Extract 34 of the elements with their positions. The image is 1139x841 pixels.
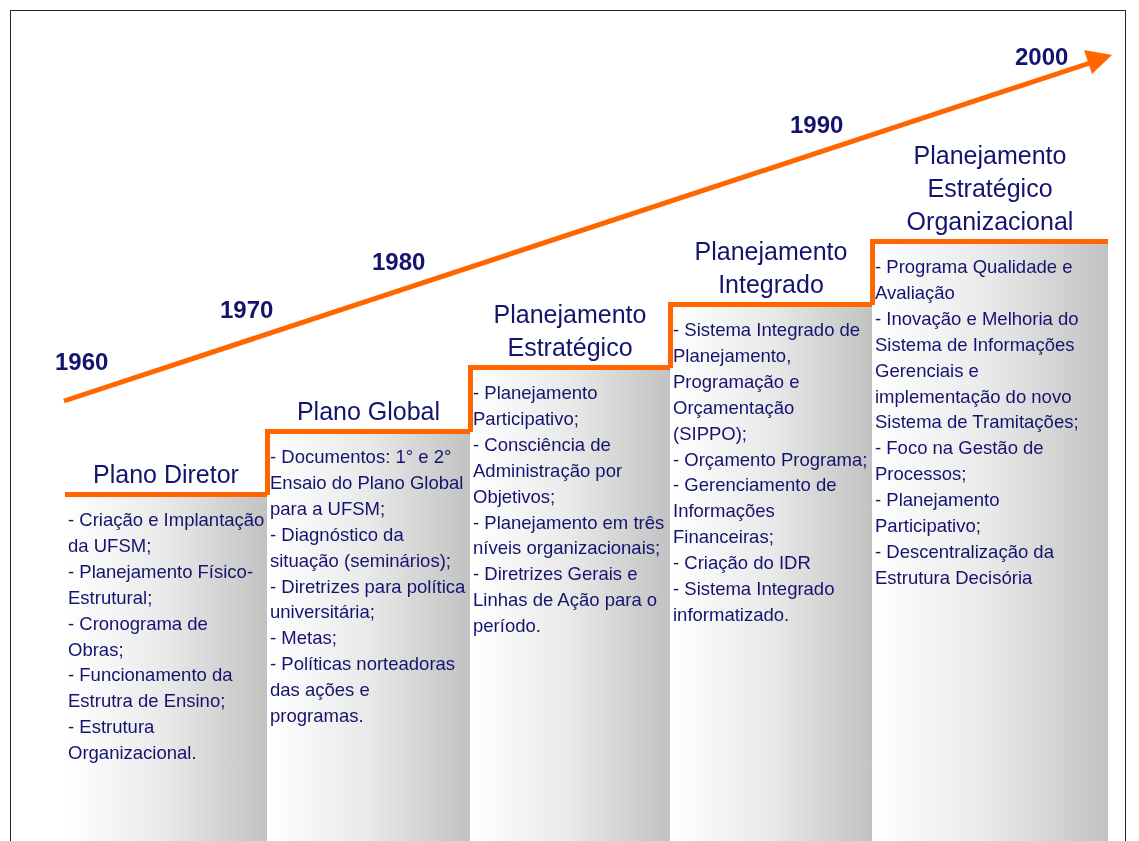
bullet-text: - Diagnóstico da situação (seminários);	[270, 522, 452, 573]
bullet-text: - Políticas norteadoras das ações e programas.	[270, 652, 457, 729]
year-label: 1960	[55, 348, 109, 376]
bullet-text: - Consciência de Administração por Objetivos;	[473, 432, 624, 509]
year-label: 1970	[220, 296, 274, 324]
bullet-text: - Metas;	[270, 626, 338, 651]
year-label: 1980	[372, 248, 426, 276]
bullet-text: - Inovação e Melhoria do Sistema de Informações Gerenciais e implementação do novo Sistema de Tramitações;	[875, 306, 1080, 435]
step-heading: Planejamento Estratégico Organizacional	[905, 140, 1075, 237]
step-heading: Plano Global	[295, 396, 442, 427]
bullet-text: - Planejamento Participativo;	[473, 381, 599, 431]
bullet-text: - Sistema Integrado de Planejamento, Programação e Orçamentação (SIPPO);	[673, 318, 862, 446]
step-heading: Planejamento Estratégico	[492, 299, 648, 363]
bullet-text: - Diretrizes Gerais e Linhas de Ação para o período.	[473, 562, 659, 639]
bullet-text: - Sistema Integrado informatizado.	[673, 577, 836, 627]
bullet-text: - Planejamento Físico-Estrutural;	[68, 559, 255, 610]
bullet-text: - Cronograma de Obras;	[68, 611, 209, 662]
bullet-text: - Planejamento Participativo;	[875, 488, 1001, 539]
bullet-text: - Diretrizes para política universitária;	[270, 574, 467, 625]
bullet-text: - Criação do IDR	[673, 551, 812, 576]
bullet-text: - Criação e Implantação da UFSM;	[68, 508, 265, 558]
bullet-text: - Documentos: 1° e 2° Ensaio do Plano Global para a UFSM;	[270, 445, 465, 521]
step-heading: Plano Diretor	[92, 459, 240, 490]
bullet-text: - Estrutura Organizacional.	[68, 715, 198, 766]
bullet-text: - Funcionamento da Estrutra de Ensino;	[68, 663, 234, 714]
year-label: 2000	[1015, 43, 1069, 71]
bullet-text: - Orçamento Programa;	[673, 447, 869, 472]
bullet-text: - Descentralização da Estrutura Decisória	[875, 539, 1055, 590]
year-label: 1990	[790, 111, 844, 139]
bullet-text: - Gerenciamento de Informações Financeiras;	[673, 473, 838, 550]
bullet-text: - Foco na Gestão de Processos;	[875, 436, 1045, 487]
step-heading: Planejamento Integrado	[693, 236, 849, 300]
bullet-text: - Programa Qualidade e Avaliação	[875, 255, 1074, 305]
bullet-text: - Planejamento em três níveis organizacionais;	[473, 510, 666, 561]
